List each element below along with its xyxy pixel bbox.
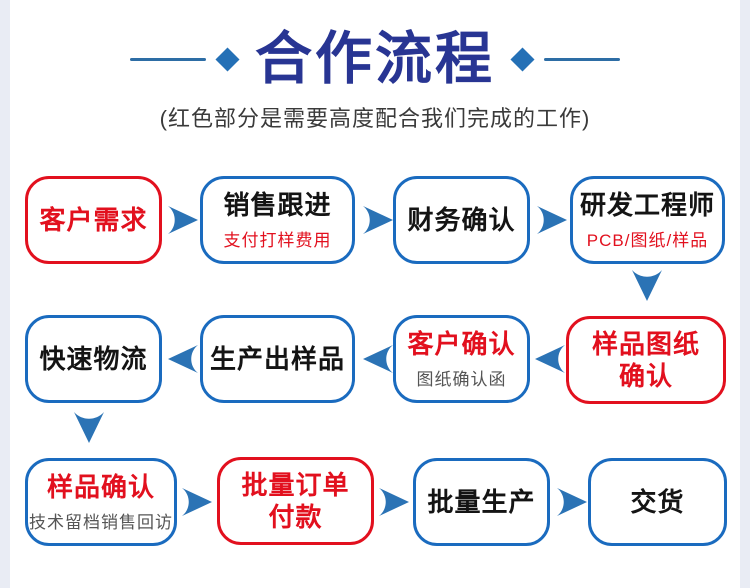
flow-step-sample-drawing-confirm: 样品图纸 确认 xyxy=(566,316,726,404)
step-sublabel: 支付打样费用 xyxy=(223,230,332,250)
arrow-right-icon xyxy=(363,206,393,234)
arrow-right-icon xyxy=(379,488,409,516)
step-label: 客户需求 xyxy=(39,204,148,235)
step-sublabel: 技术留档销售回访 xyxy=(29,512,173,532)
flow-step-delivery: 交货 xyxy=(588,458,727,546)
flow-step-sales-followup: 销售跟进 支付打样费用 xyxy=(200,176,355,264)
step-label: 研发工程师 xyxy=(579,190,715,221)
flow-step-finance-confirm: 财务确认 xyxy=(393,176,530,264)
step-label: 财务确认 xyxy=(407,204,516,235)
right-diamond-icon xyxy=(510,46,535,72)
flow-step-customer-demand: 客户需求 xyxy=(25,176,162,264)
title-row: 合作流程 xyxy=(10,26,740,92)
flow-step-customer-confirm: 客户确认 图纸确认函 xyxy=(393,315,530,403)
page-title: 合作流程 xyxy=(255,26,495,91)
arrow-right-icon xyxy=(168,206,198,234)
right-edge-strip xyxy=(740,0,750,588)
flow-step-rd-engineer: 研发工程师 PCB/图纸/样品 xyxy=(570,176,725,264)
step-label: 客户确认 xyxy=(407,329,516,360)
step-sublabel: PCB/图纸/样品 xyxy=(586,230,709,250)
right-deco-line xyxy=(544,57,620,61)
flow-step-sample-confirm: 样品确认 技术留档销售回访 xyxy=(25,458,177,546)
flow-step-produce-sample: 生产出样品 xyxy=(200,315,355,403)
step-label: 批量订单 付款 xyxy=(241,469,350,533)
left-diamond-icon xyxy=(215,46,240,72)
arrow-down-icon xyxy=(74,412,104,443)
arrow-right-icon xyxy=(557,488,587,516)
subtitle-note: (红色部分是需要高度配合我们完成的工作) xyxy=(159,106,591,131)
arrow-down-icon xyxy=(632,270,662,301)
arrow-right-icon xyxy=(537,206,567,234)
arrow-right-icon xyxy=(182,488,212,516)
step-label: 销售跟进 xyxy=(223,190,332,221)
step-label: 样品确认 xyxy=(46,472,155,503)
arrow-left-icon xyxy=(535,345,565,373)
arrow-left-icon xyxy=(168,345,198,373)
header: 合作流程 (红色部分是需要高度配合我们完成的工作) xyxy=(10,26,740,133)
left-deco-line xyxy=(130,57,206,61)
step-label: 交货 xyxy=(630,486,685,517)
flow-step-fast-logistics: 快速物流 xyxy=(25,315,162,403)
step-label: 快速物流 xyxy=(39,343,148,374)
flow-step-bulk-production: 批量生产 xyxy=(413,458,550,546)
step-label: 样品图纸 确认 xyxy=(591,328,700,392)
step-label: 批量生产 xyxy=(427,486,536,517)
left-edge-strip xyxy=(0,0,10,588)
flow-step-bulk-order-payment: 批量订单 付款 xyxy=(217,457,374,545)
step-sublabel: 图纸确认函 xyxy=(416,369,507,389)
arrow-left-icon xyxy=(363,345,393,373)
step-label: 生产出样品 xyxy=(209,343,345,374)
